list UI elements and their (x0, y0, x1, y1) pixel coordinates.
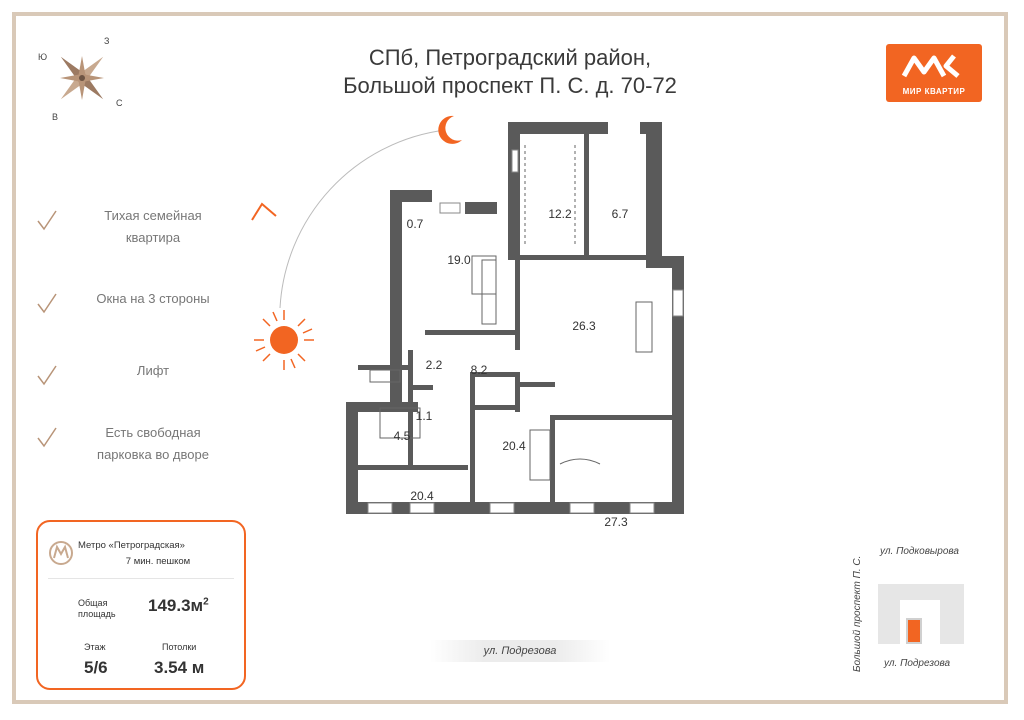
map-street-bottom: ул. Подрезова (884, 658, 951, 669)
map-street-top: ул. Подковырова (880, 546, 959, 557)
card-divider (48, 578, 234, 579)
sun-path-arrow-icon (251, 202, 277, 221)
moon-icon (438, 115, 462, 144)
location-minimap (878, 584, 964, 644)
plan-windows (367, 149, 684, 514)
compass-rose-icon (60, 56, 104, 100)
ceiling-label: Потолки (162, 642, 197, 652)
floor-label: Этаж (84, 642, 106, 652)
page-title: СПб, Петроградский район, Большой проспе… (300, 44, 720, 100)
room-area-label: 20.4 (502, 439, 526, 453)
brand-logo: МИР КВАРТИР (886, 44, 982, 102)
mk-logo-icon (901, 54, 960, 78)
logo-text: МИР КВАРТИР (902, 87, 966, 96)
room-area-label: 12.2 (548, 207, 572, 221)
feature-text: Лифт (136, 363, 170, 378)
page-frame (12, 12, 1008, 704)
title-line-1: СПб, Петроградский район, (368, 45, 652, 70)
compass-label-n: З (104, 36, 110, 46)
metro-name: Метро «Петроградская» (78, 540, 185, 551)
room-area-label: 20.4 (410, 489, 434, 503)
sun-icon (254, 310, 314, 370)
room-area-label: 19.0 (447, 253, 471, 267)
room-area-label: 2.2 (426, 358, 443, 372)
total-area-label: Общая площадь (78, 598, 116, 619)
room-area-label: 26.3 (572, 319, 596, 333)
floor-plan: 0.7 12.2 6.7 19.0 26.3 2.2 8.2 1.1 4.5 2… (346, 122, 684, 529)
room-area-label: 1.1 (416, 409, 433, 423)
feature-text: Окна на 3 стороны (96, 291, 210, 306)
info-card: Метро «Петроградская» 7 мин. пешком Обща… (36, 520, 246, 690)
compass-label-e: С (116, 98, 123, 108)
check-icon (37, 427, 57, 448)
room-area-label: 4.5 (394, 429, 411, 443)
check-icon (37, 293, 57, 314)
check-icon (37, 365, 57, 386)
check-icon (37, 210, 57, 231)
room-area-label: 27.3 (604, 515, 628, 529)
plan-furniture (369, 145, 653, 481)
map-street-side: Большой проспект П. С. (852, 555, 863, 672)
room-area-label: 8.2 (471, 363, 488, 377)
metro-walk-time: 7 мин. пешком (125, 556, 191, 567)
plan-walls (346, 122, 684, 514)
compass-label-w: Ю (38, 52, 48, 62)
ceiling-value: 3.54 м (154, 658, 205, 677)
floor-value: 5/6 (84, 658, 108, 677)
building-marker (908, 620, 920, 642)
feature-item: Лифт (36, 360, 236, 400)
title-line-2: Большой проспект П. С. д. 70-72 (343, 73, 677, 98)
room-area-label: 0.7 (407, 217, 424, 231)
feature-item: Окна на 3 стороны (36, 288, 236, 328)
metro-icon (49, 541, 73, 565)
street-label-bottom: ул. Подрезова (430, 640, 610, 662)
total-area-value: 149.3м2 (148, 596, 209, 615)
compass-label-s: В (52, 112, 59, 122)
room-area-label: 6.7 (612, 207, 629, 221)
sun-path-diagram (251, 129, 446, 309)
